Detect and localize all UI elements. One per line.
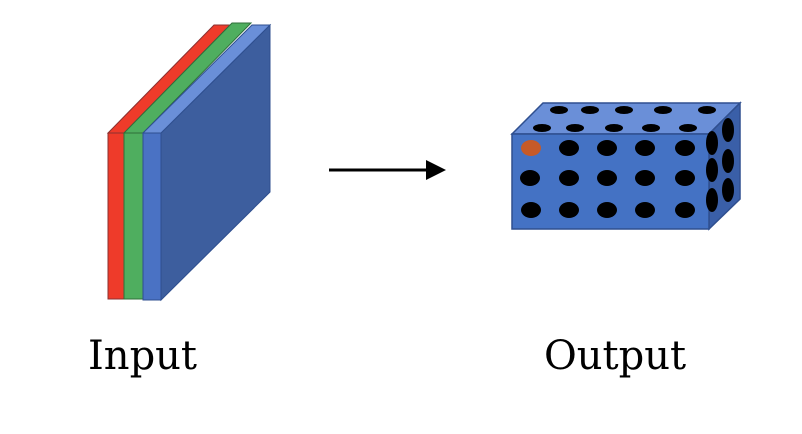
- top-dot: [605, 124, 623, 132]
- front-dot: [597, 170, 617, 186]
- top-dot: [566, 124, 584, 132]
- input-volume: [106, 22, 272, 302]
- top-face-dots: [533, 106, 716, 132]
- green-channel: [122, 22, 253, 300]
- top-dot: [550, 106, 568, 114]
- side-dot: [722, 149, 734, 173]
- top-dot: [615, 106, 633, 114]
- top-dot: [654, 106, 672, 114]
- red-channel: [106, 24, 232, 300]
- top-dot: [679, 124, 697, 132]
- arrow-head: [426, 160, 446, 180]
- top-dot: [533, 124, 551, 132]
- side-dot: [722, 118, 734, 142]
- front-dot: [675, 140, 695, 156]
- front-dot: [521, 202, 541, 218]
- front-dot: [635, 170, 655, 186]
- side-dot: [722, 178, 734, 202]
- output-volume: [510, 101, 742, 231]
- front-face-dots: [520, 140, 695, 218]
- transform-arrow: [329, 160, 446, 180]
- blue-channel: [141, 23, 272, 302]
- front-dot: [559, 140, 579, 156]
- green-channel-front: [123, 132, 144, 300]
- red-channel-front: [107, 132, 125, 300]
- front-dot: [559, 202, 579, 218]
- highlighted-dot: [521, 140, 541, 156]
- front-dot: [635, 140, 655, 156]
- output-label: Output: [544, 333, 687, 379]
- top-dot: [698, 106, 716, 114]
- blue-channel-front: [142, 132, 162, 301]
- front-dot: [597, 202, 617, 218]
- side-dot: [706, 131, 718, 155]
- top-dot: [581, 106, 599, 114]
- front-dot: [597, 140, 617, 156]
- input-label: Input: [88, 333, 198, 379]
- side-dot: [706, 188, 718, 212]
- side-dot: [706, 158, 718, 182]
- side-face-dots: [706, 118, 734, 212]
- front-dot: [675, 170, 695, 186]
- front-dot: [520, 170, 540, 186]
- front-dot: [559, 170, 579, 186]
- front-dot: [635, 202, 655, 218]
- front-dot: [675, 202, 695, 218]
- top-dot: [642, 124, 660, 132]
